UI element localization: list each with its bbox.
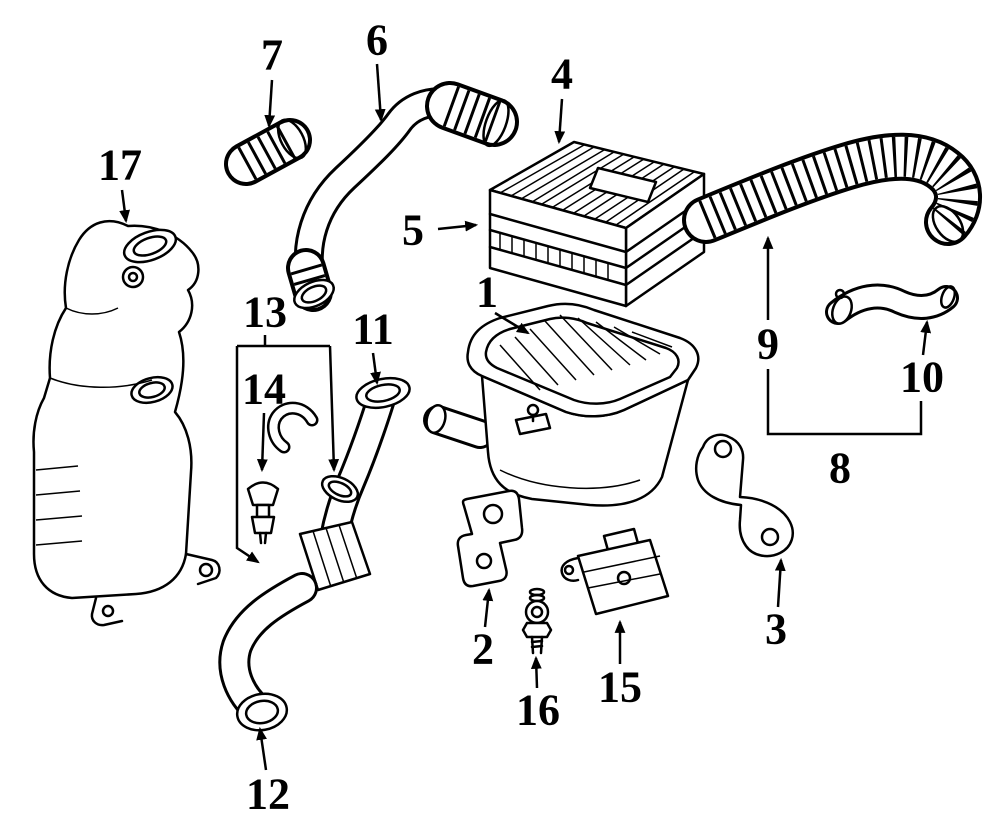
part-15-ear	[560, 556, 580, 582]
callout-12-arrow	[256, 726, 268, 771]
callout-8-leader	[766, 369, 923, 436]
housing-inlet-snout	[425, 404, 447, 434]
callout-2-label: 2	[472, 625, 494, 674]
part-7-coupling-sleeve	[246, 115, 312, 164]
callout-10-arrow	[920, 319, 932, 356]
callout-13-leader	[328, 345, 340, 473]
part-17-mount-tab-bottom	[90, 596, 124, 627]
part-14-nut	[250, 515, 276, 535]
callout-4-arrow	[554, 98, 566, 145]
callout-17-label: 17	[98, 141, 142, 190]
part-12-lower-air-duct	[234, 588, 302, 732]
callout-4-label: 4	[551, 50, 573, 99]
callout-16-arrow	[530, 655, 542, 689]
callout-13-leader	[235, 346, 260, 564]
part-15-detail-lines	[583, 555, 661, 589]
housing-clamp-fitting	[514, 412, 552, 436]
callout-13-label: 13	[243, 288, 287, 337]
part-10-clamp	[831, 295, 853, 325]
part-16-body	[524, 599, 550, 625]
part-10-breather-hose	[829, 285, 958, 327]
housing-grate-slats	[499, 314, 673, 490]
callout-5-label: 5	[402, 206, 424, 255]
callout-17-arrow	[119, 189, 130, 224]
part-1-air-cleaner-housing	[424, 302, 700, 507]
callout-6-label: 6	[366, 16, 388, 65]
part-9-corrugated-flex-hose	[706, 157, 969, 248]
part-17-air-intake-duct	[32, 220, 221, 627]
callout-12-label: 12	[246, 770, 290, 819]
part-2-outline	[456, 489, 524, 588]
part-14-dome	[246, 481, 280, 507]
callout-14-label: 14	[242, 365, 286, 414]
callout-5-arrow	[437, 220, 479, 232]
housing-rim-inner	[484, 316, 680, 405]
callout-15-label: 15	[598, 663, 642, 712]
callout-3-label: 3	[765, 605, 787, 654]
part-4-air-cleaner-cover	[488, 140, 706, 308]
part-17-mount-tab-right	[184, 552, 221, 586]
callout-14-arrow	[256, 412, 268, 473]
callout-11-arrow	[370, 352, 381, 386]
part-17-port	[121, 265, 145, 289]
callout-9-label: 9	[757, 320, 779, 369]
cover-label-plate	[588, 166, 658, 204]
callout-layer: 17 7 6 4 5 1 13 14 11 9 10 8 12 2 16 15 3	[98, 16, 944, 819]
part-11-12-ribbed-boot	[298, 520, 372, 592]
part-2-mounting-bracket	[456, 489, 524, 588]
callout-7-arrow	[264, 79, 276, 129]
part-6-upper-intake-hose	[290, 97, 514, 314]
callout-10-label: 10	[900, 353, 944, 402]
part-5-filter-pleats	[499, 233, 609, 280]
part-11-intake-tube	[318, 376, 411, 538]
callout-8-label: 8	[829, 444, 851, 493]
callout-2-arrow	[482, 587, 494, 628]
callout-3-arrow	[774, 557, 786, 608]
part-3-support-bracket	[694, 433, 794, 558]
callout-1-arrow	[494, 311, 530, 335]
part-15-body	[576, 538, 670, 616]
part-15-sensor	[560, 527, 670, 616]
callout-16-label: 16	[516, 686, 560, 735]
callout-6-arrow	[374, 63, 386, 123]
part-17-ribs	[35, 307, 153, 546]
callout-11-label: 11	[352, 305, 394, 354]
part-16-hex	[521, 621, 553, 639]
part-11-flared-end	[355, 376, 411, 410]
boot-ribs	[312, 524, 358, 588]
callout-1-label: 1	[476, 268, 498, 317]
part-17-outline	[32, 220, 200, 600]
part-3-outline	[694, 433, 794, 558]
part-14-grommet-clip	[246, 408, 312, 545]
cover-rib-lines	[499, 144, 695, 226]
callout-7-label: 7	[261, 31, 283, 80]
part-16-valve	[521, 587, 553, 655]
